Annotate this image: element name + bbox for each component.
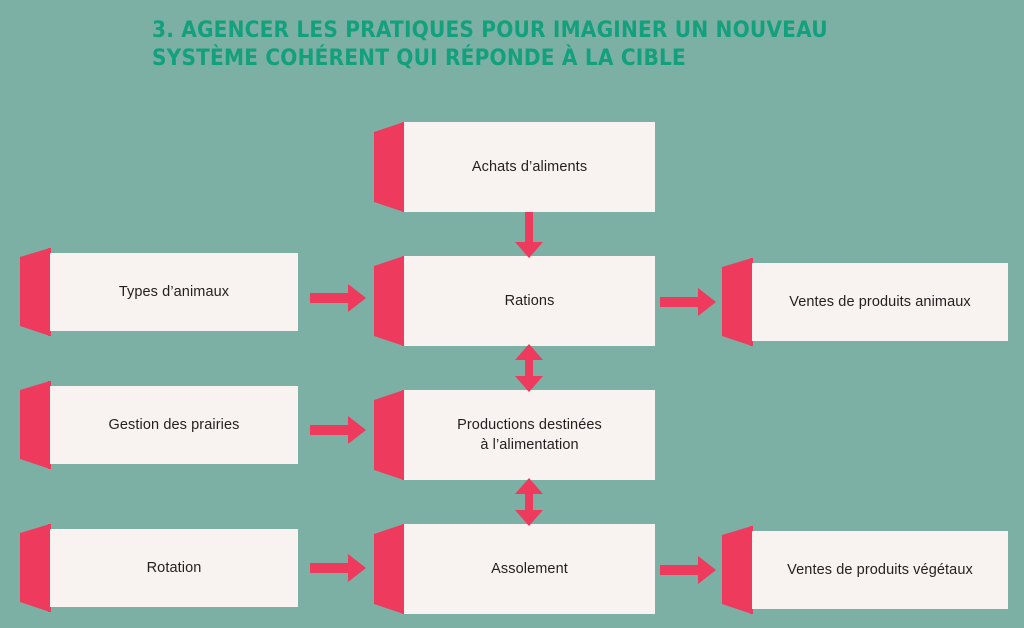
- node-flap-icon: [722, 258, 753, 346]
- node-panel: [752, 263, 1008, 341]
- node-productions-alimentation[interactable]: Productions destinées à l’alimentation: [374, 390, 655, 480]
- node-panel: [404, 256, 655, 346]
- arrow-right-icon: [310, 554, 366, 582]
- node-panel: [404, 524, 655, 614]
- node-label: Achats d’aliments: [471, 159, 588, 175]
- arrow-types-to-rations: [310, 284, 366, 312]
- node-flap-icon: [722, 526, 753, 614]
- arrow-up-down-icon: [515, 344, 543, 392]
- arrow-assolement-to-ventes-vegetaux: [660, 556, 716, 584]
- arrow-right-icon: [310, 416, 366, 444]
- node-flap-icon: [374, 524, 405, 614]
- node-flap-icon: [20, 524, 51, 612]
- node-flap-icon: [374, 390, 405, 480]
- node-label: Productions destinées à l’alimentation: [457, 417, 602, 453]
- node-flap-icon: [20, 248, 51, 336]
- node-label: Rotation: [146, 560, 202, 576]
- arrow-rations-to-ventes-animaux: [660, 288, 716, 316]
- arrow-productions-assolement: [514, 478, 544, 526]
- node-panel: [404, 122, 655, 212]
- arrow-achats-to-rations: [514, 212, 544, 258]
- arrow-down-icon: [515, 212, 543, 258]
- node-gestion-prairies[interactable]: Gestion des prairies: [20, 381, 298, 469]
- arrow-right-icon: [660, 288, 716, 316]
- node-rations[interactable]: Rations: [374, 256, 655, 346]
- arrow-prairies-to-productions: [310, 416, 366, 444]
- node-panel: [404, 390, 655, 480]
- node-assolement[interactable]: Assolement: [374, 524, 655, 614]
- node-label: Ventes de produits animaux: [789, 294, 971, 310]
- arrow-rations-productions: [514, 344, 544, 392]
- node-flap-icon: [374, 256, 405, 346]
- node-rotation[interactable]: Rotation: [20, 524, 298, 612]
- node-ventes-produits-vegetaux[interactable]: Ventes de produits végétaux: [722, 526, 1008, 614]
- node-panel: [50, 386, 298, 464]
- arrow-right-icon: [660, 556, 716, 584]
- node-label: Ventes de produits végétaux: [787, 562, 973, 578]
- node-ventes-produits-animaux[interactable]: Ventes de produits animaux: [722, 258, 1008, 346]
- arrow-rotation-to-assolement: [310, 554, 366, 582]
- node-label: Types d’animaux: [118, 284, 230, 300]
- node-panel: [50, 253, 298, 331]
- page-title: 3. Agencer les pratiques pour imaginer u…: [152, 17, 828, 71]
- arrow-right-icon: [310, 284, 366, 312]
- node-label: Assolement: [491, 561, 568, 577]
- node-types-animaux[interactable]: Types d’animaux: [20, 248, 298, 336]
- arrow-up-down-icon: [515, 478, 543, 526]
- node-label: Rations: [504, 293, 555, 309]
- node-flap-icon: [374, 122, 405, 212]
- node-flap-icon: [20, 381, 51, 469]
- node-label: Gestion des prairies: [108, 417, 240, 433]
- node-achats-aliments[interactable]: Achats d’aliments: [374, 122, 655, 212]
- node-panel: [50, 529, 298, 607]
- node-panel: [752, 531, 1008, 609]
